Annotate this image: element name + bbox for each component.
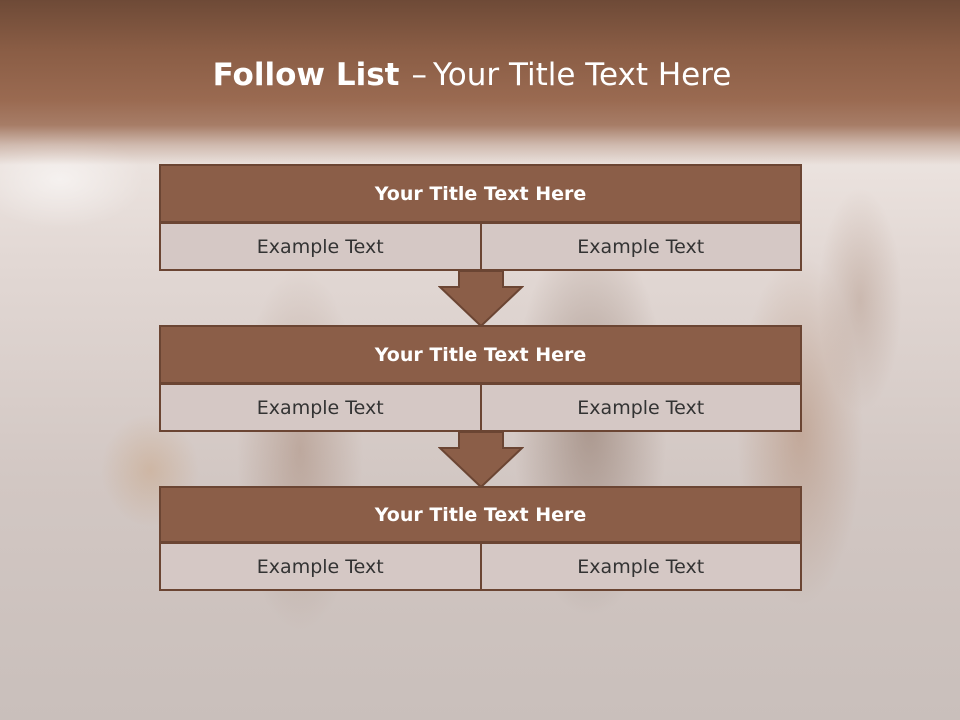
list-block-2: Your Title Text Here Example Text Exampl… (159, 325, 802, 432)
slide-title-bold: Follow List (212, 57, 400, 93)
block-row: Example Text Example Text (159, 222, 802, 271)
header-band (0, 0, 960, 165)
block-title: Your Title Text Here (159, 325, 802, 384)
block-cell-left: Example Text (159, 542, 482, 591)
block-row: Example Text Example Text (159, 542, 802, 591)
block-cell-right: Example Text (479, 383, 802, 432)
list-block-1: Your Title Text Here Example Text Exampl… (159, 164, 802, 271)
block-cell-right: Example Text (479, 222, 802, 271)
block-cell-left: Example Text (159, 383, 482, 432)
slide-title-rest: Your Title Text Here (432, 57, 732, 93)
block-cell-right: Example Text (479, 542, 802, 591)
down-arrow-icon (438, 432, 524, 488)
slide-title-separator: – (411, 57, 427, 93)
block-title: Your Title Text Here (159, 164, 802, 223)
block-cell-left: Example Text (159, 222, 482, 271)
slide-title: Follow List–Your Title Text Here (0, 52, 944, 98)
block-title: Your Title Text Here (159, 486, 802, 543)
list-block-3: Your Title Text Here Example Text Exampl… (159, 486, 802, 591)
down-arrow-icon (438, 271, 524, 327)
block-row: Example Text Example Text (159, 383, 802, 432)
